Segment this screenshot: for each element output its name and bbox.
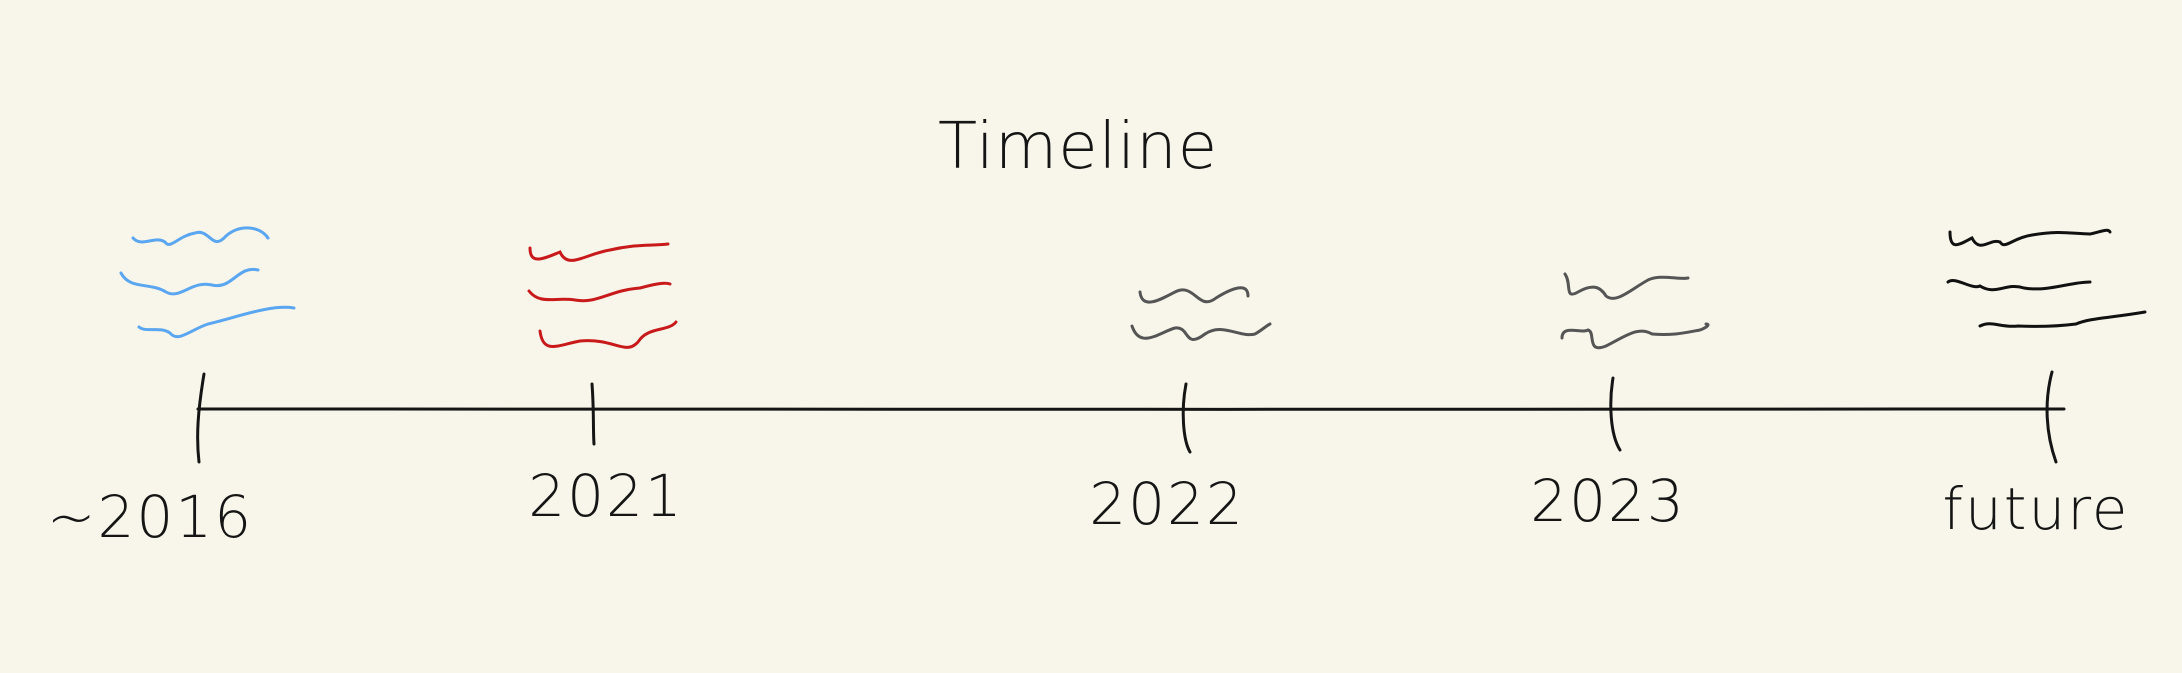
milestone-label: 2022 <box>1089 470 1245 538</box>
scribble-line <box>119 267 260 296</box>
tick-mark <box>2045 370 2058 464</box>
scribble-line <box>1563 272 1690 300</box>
scribble-line <box>538 320 678 349</box>
scribble-line <box>528 242 670 262</box>
milestone-label: future <box>1943 475 2130 543</box>
tick-mark <box>590 382 596 446</box>
milestone-label: 2023 <box>1530 467 1686 535</box>
scribble-line <box>1560 322 1710 350</box>
tick-mark <box>1181 382 1192 454</box>
scribble-line <box>1138 286 1250 304</box>
milestone-2023: 2023 <box>1530 272 1710 535</box>
scribble-line <box>137 305 296 339</box>
milestone-label: ~2016 <box>47 483 253 551</box>
milestone-future: future <box>1943 228 2147 543</box>
tick-mark <box>1609 376 1622 452</box>
diagram-title: Timeline <box>938 110 1218 184</box>
scribble-line <box>1978 310 2147 328</box>
scribble-line <box>131 226 270 246</box>
milestone-2016: ~2016 <box>47 226 296 551</box>
scribble-line <box>1130 322 1272 341</box>
scribble-line <box>1948 228 2112 247</box>
scribble-line <box>1946 279 2092 292</box>
milestone-2022: 2022 <box>1089 286 1272 538</box>
milestone-2021: 2021 <box>527 242 684 530</box>
milestone-label: 2021 <box>528 462 684 530</box>
milestones-group: ~2016 2021 2022 2023 future <box>47 226 2147 551</box>
scribble-line <box>527 281 672 303</box>
tick-mark <box>196 372 206 464</box>
